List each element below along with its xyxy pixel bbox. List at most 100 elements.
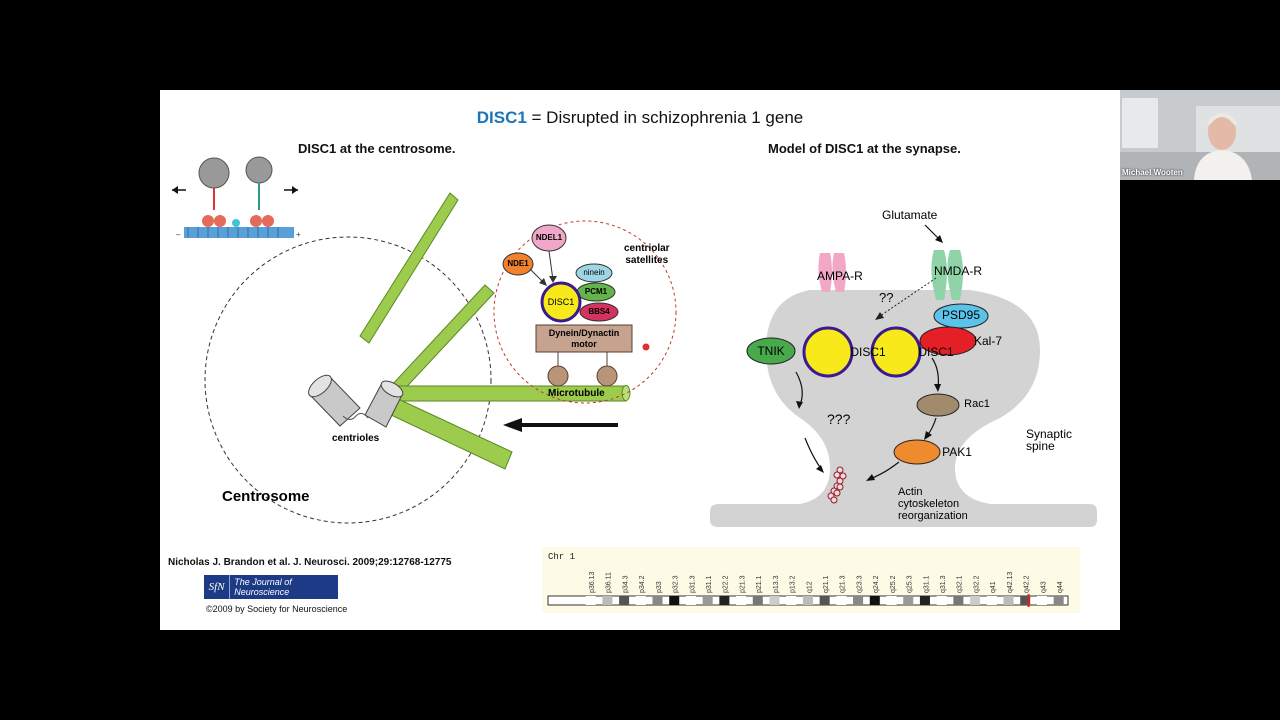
band-label-q25.3: q25.3	[907, 575, 914, 593]
band-q31.1	[919, 596, 930, 605]
band-p21.3	[736, 596, 747, 605]
centrosome-label: Centrosome	[222, 488, 310, 505]
band-label-q31.3: q31.3	[940, 575, 947, 593]
band-p13.3	[769, 596, 780, 605]
svg-text:+: +	[296, 230, 301, 239]
band-label-p34.3: p34.3	[622, 575, 629, 593]
band-q32.2	[970, 596, 981, 605]
band-q12	[802, 596, 813, 605]
actin-label: Actin cytoskeleton reorganization	[898, 486, 968, 522]
satellites-label-line1: centriolar	[624, 243, 670, 254]
band-q25.3	[903, 596, 914, 605]
journal-name: The Journal of Neuroscience	[234, 577, 292, 597]
ampa-right	[832, 253, 846, 292]
band-p31.3	[685, 596, 696, 605]
unknown2-label: ??	[879, 290, 894, 305]
motor-label-line2: motor	[571, 339, 597, 349]
bbs4-label: BBS4	[588, 307, 610, 316]
pcm1-label: PCM1	[584, 287, 608, 296]
band-p34.2	[635, 596, 646, 605]
motor-label-line1: Dynein/Dynactin	[548, 328, 620, 338]
band-label-p21.1: p21.1	[756, 575, 763, 593]
disc1-a-label: DISC1	[850, 345, 886, 359]
band-label-q23.3: q23.3	[856, 575, 863, 593]
ndel1-label: NDEL1	[535, 233, 563, 242]
psd95-protein	[933, 303, 989, 329]
psd95-label: PSD95	[941, 308, 981, 322]
glutamate-label: Glutamate	[882, 208, 938, 222]
unknown-dotted-arrow	[879, 277, 937, 317]
satellites-boundary	[493, 220, 677, 404]
rac1-label: Rac1	[964, 398, 990, 410]
band-q25.2	[886, 596, 897, 605]
right-subtitle: Model of DISC1 at the synapse.	[768, 141, 961, 156]
band-label-q42.2: q42.2	[1024, 575, 1031, 593]
band-label-p36.13: p36.13	[589, 571, 596, 593]
chromosome-ideogram: Chr 1 p36.13 p36.11 p34.3 p34.2 p33 p32.3 p31.…	[542, 547, 1080, 613]
band-p22.2	[719, 596, 730, 605]
svg-text:–: –	[176, 230, 181, 239]
band-p36.13	[585, 596, 596, 605]
citation-text: Nicholas J. Brandon et al. J. Neurosci. …	[168, 557, 452, 568]
glutamate-arrow	[924, 224, 940, 240]
band-label-q21.3: q21.3	[840, 575, 847, 593]
rac1-protein	[916, 393, 960, 417]
spine-label-line1: Synaptic	[1026, 427, 1073, 441]
band-label-p33: p33	[656, 581, 663, 593]
kal7-label: Kal-7	[973, 334, 1002, 348]
band-label-q44: q44	[1057, 581, 1064, 593]
pak1-label: PAK1	[942, 445, 972, 459]
dynein-inset: – +	[172, 156, 301, 239]
participant-video[interactable]: Michael Wooten	[1120, 90, 1280, 180]
band-q24.2	[869, 596, 880, 605]
title-accent: DISC1	[476, 108, 527, 127]
satellites-label-line2: satellites	[625, 255, 669, 266]
band-label-p31.3: p31.3	[689, 575, 696, 593]
band-q21.1	[819, 596, 830, 605]
band-label-q32.2: q32.2	[973, 575, 980, 593]
tnik-protein	[746, 337, 796, 365]
band-p21.1	[752, 596, 763, 605]
disc1-protein-a	[802, 326, 854, 378]
band-label-q43: q43	[1040, 581, 1047, 593]
motor-head-right	[596, 365, 618, 387]
nmda-left	[931, 250, 947, 300]
band-label-p36.11: p36.11	[606, 572, 613, 593]
left-subtitle: DISC1 at the centrosome.	[298, 141, 456, 156]
band-label-q24.2: q24.2	[873, 575, 880, 593]
band-label-p32.3: p32.3	[673, 575, 680, 593]
disc1-protein	[540, 281, 582, 323]
band-q41	[986, 596, 997, 605]
band-p31.1	[702, 596, 713, 605]
journal-logo: SfN The Journal of Neuroscience	[204, 575, 338, 599]
participant-name: Michael Wooten	[1122, 168, 1183, 177]
band-q21.3	[836, 596, 847, 605]
band-label-p21.3: p21.3	[739, 575, 746, 593]
satellites-label: centriolar satellites	[624, 243, 670, 267]
ampa-left	[818, 253, 832, 292]
ninein-protein	[575, 263, 613, 283]
band-label-p22.2: p22.2	[723, 575, 730, 593]
slide: DISC1 = Disrupted in schizophrenia 1 gen…	[160, 90, 1120, 630]
band-p36.11	[602, 596, 613, 605]
pak1-protein	[893, 439, 941, 465]
band-q44	[1053, 596, 1064, 605]
band-q23.3	[853, 596, 864, 605]
nde1-protein	[502, 252, 534, 276]
motor-head-left	[547, 365, 569, 387]
ninein-label: ninein	[583, 268, 605, 277]
chromosome-title: Chr 1	[548, 552, 576, 562]
band-p32.3	[669, 596, 680, 605]
band-label-q21.1: q21.1	[823, 575, 830, 593]
laser-pointer-dot	[642, 343, 650, 351]
nde1-label: NDE1	[507, 259, 529, 268]
dynein-motor	[535, 324, 633, 353]
band-label-p34.2: p34.2	[639, 575, 646, 593]
centrosome-boundary	[204, 236, 492, 524]
journal-mark: SfN	[204, 575, 231, 599]
band-label-q41: q41	[990, 581, 997, 593]
disc1-b-label: DISC1	[918, 345, 954, 359]
centriole-pair	[308, 374, 404, 428]
participant-image	[1120, 90, 1280, 180]
